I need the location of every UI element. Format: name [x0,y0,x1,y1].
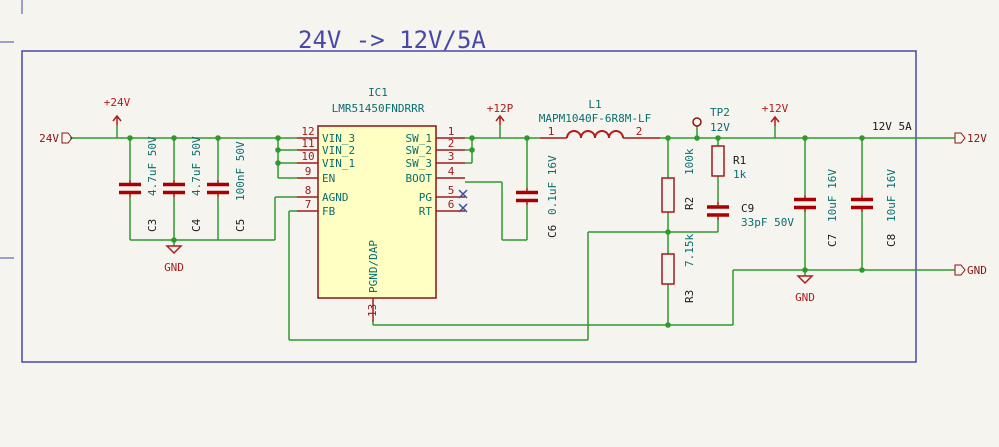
tp2-value: 12V [710,121,730,134]
capacitor-c4: C4 4.7uF 50V [163,136,203,232]
ic1-pin-2-num: 2 [448,137,455,150]
ic1-pin13-num: 13 [366,304,379,317]
c3-value: 4.7uF 50V [146,136,159,196]
c9-value: 33pF 50V [741,216,794,229]
c3-refdes: C3 [146,219,159,232]
port-12v-label: 12V [967,132,987,145]
passive-components: C3 4.7uF 50V C4 4.7uF 50V C5 100nF 50V C6 0.1uF… [119,136,898,303]
no-connect-rt [458,203,468,213]
l1-part: MAPM1040F-6R8M-LF [539,112,652,125]
ic1-symbol: IC1 LMR51450FNDRRR 12VIN_311VIN_210VIN_1… [297,86,468,322]
ic1-part: LMR51450FNDRRR [332,102,425,115]
resistor-body [661,253,675,285]
l1-pin2: 2 [636,125,643,138]
plus24v-label: +24V [104,96,131,109]
net-label-12v-5a: 12V 5A [872,120,912,133]
schematic-title: 24V -> 12V/5A [298,26,486,54]
r3-value: 7.15k [683,234,696,267]
l1-refdes: L1 [588,98,601,111]
no-connect-pg [458,189,468,199]
plus12v-label: +12V [762,102,789,115]
c5-refdes: C5 [234,219,247,232]
r3-refdes: R3 [683,290,696,303]
port-24v-label: 24V [39,132,59,145]
ic1-refdes: IC1 [368,86,388,99]
c7-refdes: C7 [826,234,839,247]
c4-value: 4.7uF 50V [190,136,203,196]
wires [70,125,955,341]
power-symbol-plus12v: +12V [762,102,789,126]
port-gnd-label: GND [967,264,987,277]
ic1-pin-6-num: 6 [448,198,455,211]
c9-refdes: C9 [741,202,754,215]
gnd-symbol-left: GND [164,245,184,274]
plus12p-label: +12P [487,102,514,115]
ic1-pin-12-name: VIN_3 [322,132,355,145]
ic1-pin-1-num: 1 [448,125,455,138]
gnd-symbol-right: GND [795,275,815,304]
port-12v-output: 12V [954,132,987,145]
ic1-body [317,125,437,299]
ic1-pin-8-num: 8 [305,184,312,197]
power-symbol-plus12p: +12P [487,102,514,125]
ic1-pin-5-num: 5 [448,184,455,197]
capacitor-c5: C5 100nF 50V [207,141,247,232]
gnd-right-label: GND [795,291,815,304]
ic1-pin-6-name: RT [419,205,433,218]
c6-refdes: C6 [546,225,559,238]
c8-value: 10uF 16V [885,169,898,222]
l1-pin1: 1 [548,125,555,138]
capacitor-c8: C8 10uF 16V [851,169,898,247]
ic1-pin-5-name: PG [419,191,432,204]
power-symbol-plus24v: +24V [104,96,131,125]
port-24v-input: 24V [39,132,73,145]
ic1-pin-1-name: SW_1 [406,132,433,145]
r1-refdes: R1 [733,154,746,167]
ic1-pin-10-num: 10 [301,150,314,163]
inductor-l1: L1 MAPM1040F-6R8M-LF 1 2 [539,98,660,139]
r1-value: 1k [733,168,747,181]
c7-value: 10uF 16V [826,169,839,222]
c6-value: 0.1uF 16V [546,155,559,215]
frame [0,0,917,363]
port-gnd-output: GND [954,264,987,277]
tp2-refdes: TP2 [710,106,730,119]
testpoint-tp2: TP2 12V [692,106,730,134]
c5-value: 100nF 50V [234,141,247,201]
ic1-pin-9-num: 9 [305,165,312,178]
resistor-r3: R3 7.15k [661,234,696,303]
ic1-pin-4-num: 4 [448,165,455,178]
ic1-pin-10-name: VIN_1 [322,157,355,170]
ic1-pin-7-num: 7 [305,198,312,211]
resistor-r2: R2 100k [661,148,696,213]
gnd-left-label: GND [164,261,184,274]
ic1-pin-3-num: 3 [448,150,455,163]
resistor-body [711,145,725,177]
ic1-pin-12-num: 12 [301,125,314,138]
r2-value: 100k [683,148,696,175]
ic1-pin-8-name: AGND [322,191,349,204]
capacitor-c6: C6 0.1uF 16V [516,155,559,238]
resistor-body [661,177,675,213]
capacitor-c3: C3 4.7uF 50V [119,136,159,232]
ic1-pin-7-name: FB [322,205,336,218]
ic1-pin-11-num: 11 [301,137,314,150]
ic1-pin-3-name: SW_3 [406,157,433,170]
capacitor-c7: C7 10uF 16V [794,169,839,247]
ic1-pin-2-name: SW_2 [406,144,433,157]
ic1-pin-9-name: EN [322,172,335,185]
ic1-pin-4-name: BOOT [406,172,433,185]
ic1-pin13-name: PGND/DAP [367,240,380,293]
junctions [127,135,865,328]
r2-refdes: R2 [683,197,696,210]
ic1-pin-11-name: VIN_2 [322,144,355,157]
c8-refdes: C8 [885,234,898,247]
c4-refdes: C4 [190,218,203,232]
